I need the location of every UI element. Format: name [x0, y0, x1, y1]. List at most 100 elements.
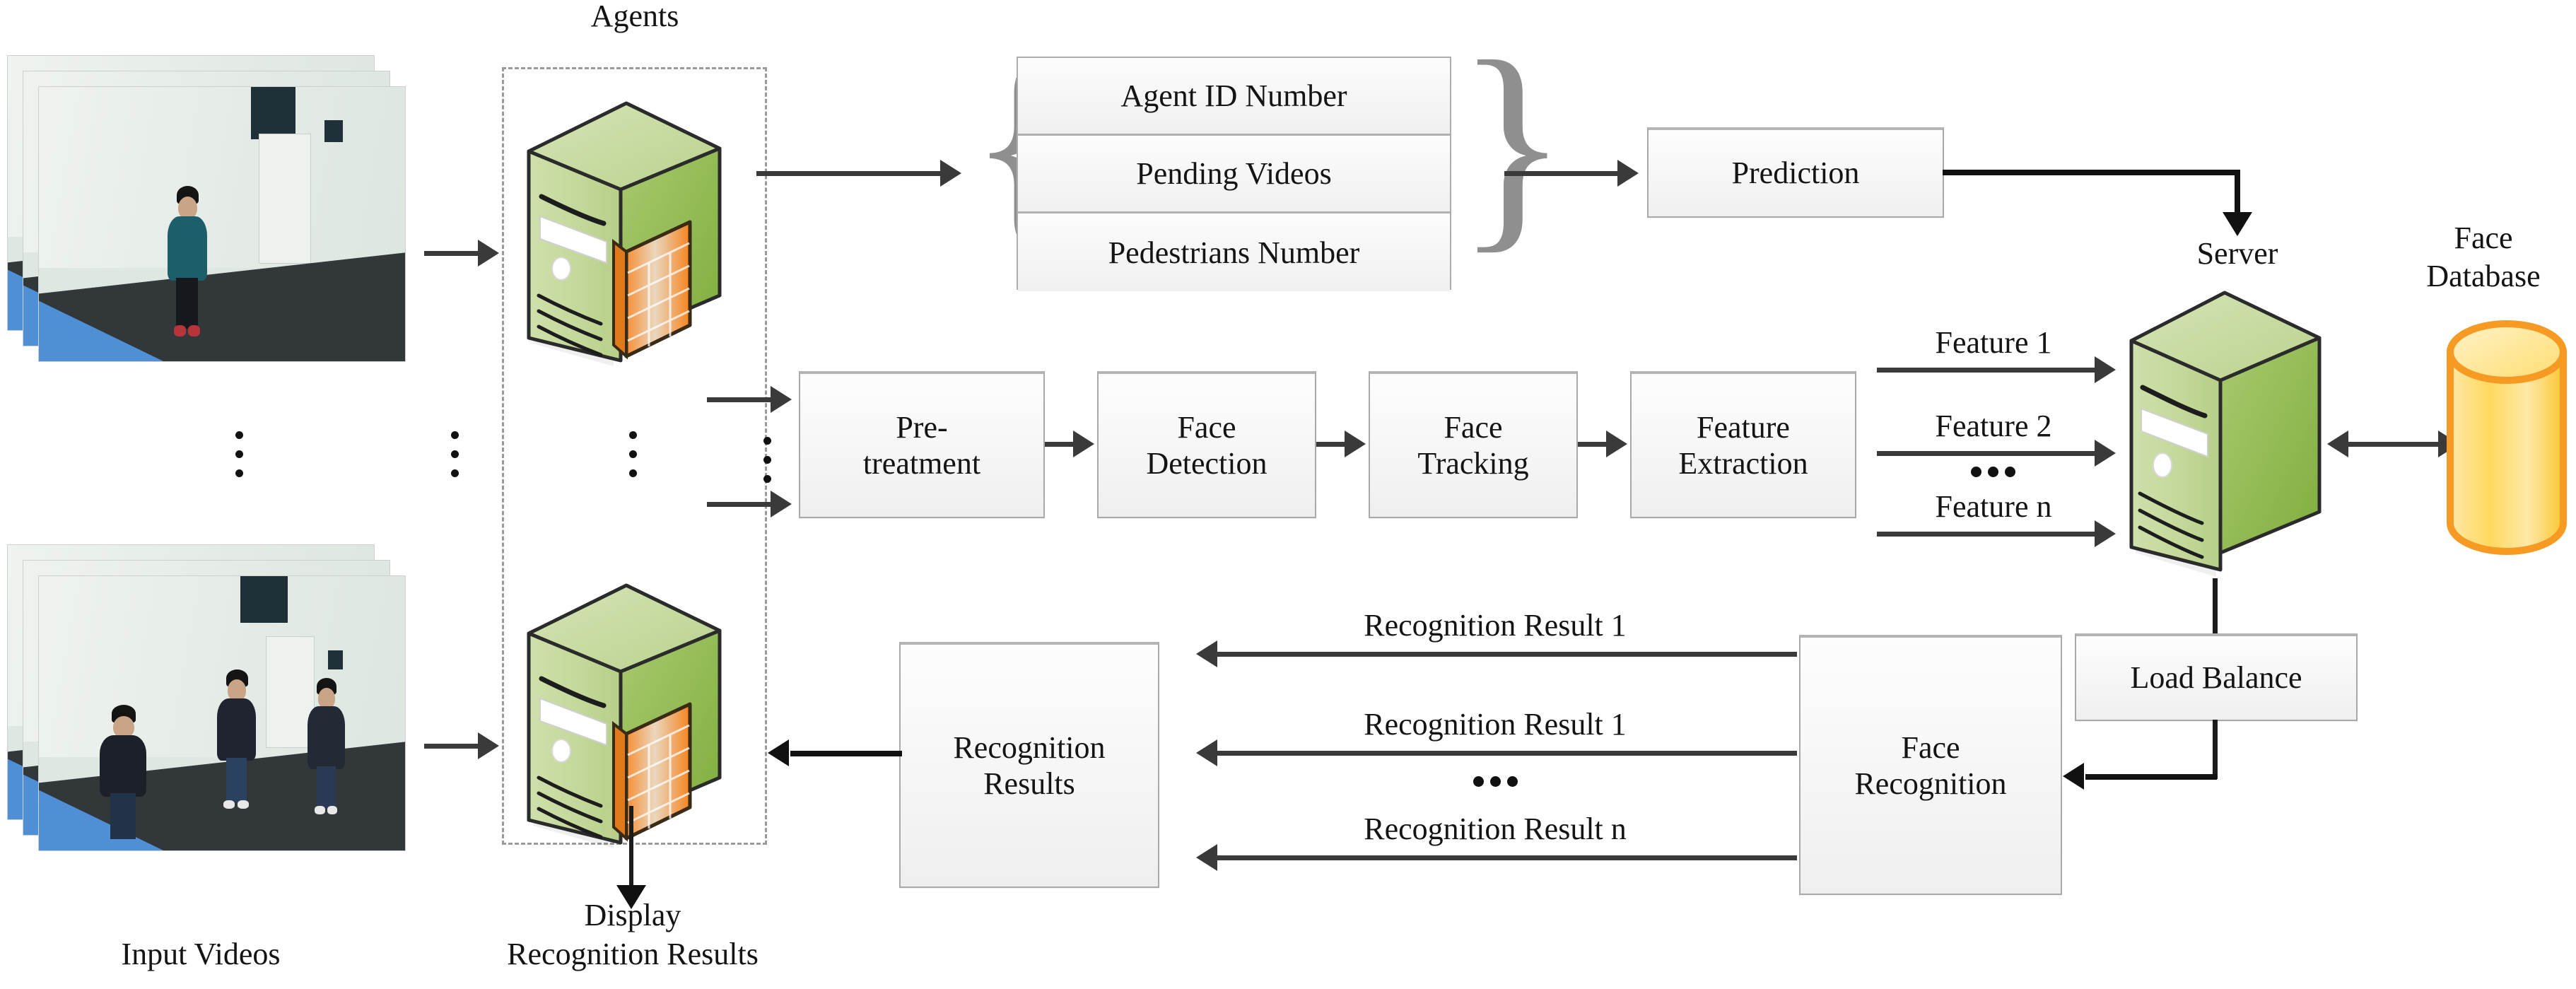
pipeline-box-text: Face Detection [1146, 409, 1267, 481]
pipeline-box-face-tracking[interactable]: Face Tracking [1369, 371, 1578, 518]
result-channel-label-n: Recognition Result n [1364, 812, 1627, 846]
person-figure [94, 705, 153, 842]
display-label-line1: Display [584, 898, 681, 932]
feature-channel-line-2 [1877, 451, 2097, 456]
agent-info-stack: Agent ID Number Pending Videos Pedestria… [1017, 57, 1451, 291]
feature-channel-line-n [1877, 532, 2097, 537]
input-video-stack-bottom [7, 544, 431, 870]
pipeline-box-face-detection[interactable]: Face Detection [1097, 371, 1316, 518]
arrow-prediction-to-server-v [2235, 170, 2240, 218]
face-recognition-box[interactable]: Face Recognition [1799, 635, 2062, 895]
arrow-video-to-agent-top-head [478, 240, 499, 267]
pipeline-box-text: Face Tracking [1417, 409, 1528, 481]
recognition-results-box[interactable]: Recognition Results [899, 642, 1159, 888]
arrow-pretreat-to-detection-line [1045, 442, 1075, 447]
agents-title: Agents [590, 0, 679, 33]
arrow-video-to-agent-bottom-line [424, 744, 478, 749]
face-recognition-text: Face Recognition [1854, 730, 2006, 802]
face-recognition-line1: Face [1901, 730, 1960, 765]
arrow-results-to-agent-line [790, 751, 902, 756]
door-shape [258, 133, 312, 264]
feature-channel-label-n: Feature n [1935, 489, 2052, 524]
door-shape [266, 636, 315, 748]
pipeline-box-line2: Extraction [1678, 446, 1808, 481]
pipeline-box-line1: Feature [1697, 409, 1790, 445]
server-database-link-arrow-left [2327, 431, 2348, 457]
display-arrow-head [616, 885, 646, 909]
info-row-pedestrians-number: Pedestrians Number [1018, 213, 1450, 291]
feature-channel-arrow-2 [2095, 440, 2116, 467]
feature-channel-label-1: Feature 1 [1935, 325, 2052, 360]
result-channel-label-1: Recognition Result 1 [1364, 608, 1627, 643]
info-row-pending-videos: Pending Videos [1018, 136, 1450, 213]
result-channel-line-2 [1217, 751, 1797, 756]
arrow-agent-to-pretreat-bottom-head [771, 491, 792, 517]
video-frame-front [38, 575, 406, 851]
person-figure [160, 185, 215, 339]
arrow-agent-to-info-head [940, 160, 961, 187]
server-database-link-line [2343, 442, 2442, 447]
arrow-detection-to-tracking-line [1316, 442, 1346, 447]
pipeline-input-ellipsis [763, 437, 771, 483]
info-row-label: Pedestrians Number [1108, 235, 1360, 270]
brace-right: } [1456, 14, 1569, 272]
pipeline-box-line2: treatment [862, 446, 981, 481]
load-balance-box[interactable]: Load Balance [2075, 633, 2358, 721]
face-recognition-line2: Recognition [1854, 766, 2007, 801]
agent-tower-bottom [508, 566, 759, 855]
pipeline-box-pretreatment[interactable]: Pre- treatment [799, 371, 1045, 518]
pipeline-box-line2: Detection [1146, 446, 1267, 481]
arrow-info-to-prediction-head [1617, 160, 1639, 187]
pipeline-box-line1: Pre- [896, 409, 948, 445]
loadbalance-to-facerec-v [2213, 720, 2218, 779]
input-videos-label: Input Videos [121, 937, 281, 971]
display-arrow-line [629, 806, 633, 892]
loadbalance-to-facerec-h [2085, 774, 2217, 780]
result-channel-line-n [1217, 855, 1797, 860]
agent-input-ellipsis [451, 431, 459, 477]
pipeline-box-line1: Face [1177, 409, 1236, 445]
face-database-label-line2: Database [2426, 259, 2541, 293]
feature-channel-arrow-1 [2095, 356, 2116, 383]
load-balance-label: Load Balance [2130, 660, 2302, 696]
input-video-stack-top [7, 55, 431, 380]
face-database-label-line1: Face [2454, 221, 2513, 255]
pipeline-box-line1: Face [1444, 409, 1503, 445]
arrow-agent-to-pretreat-top-head [771, 386, 792, 413]
result-channel-label-2: Recognition Result 1 [1364, 707, 1627, 742]
arrow-pretreat-to-detection-head [1073, 431, 1094, 457]
pipeline-box-text: Feature Extraction [1678, 409, 1808, 481]
prediction-box[interactable]: Prediction [1647, 127, 1944, 218]
arrow-results-to-agent-head [768, 739, 789, 766]
display-label-line2: Recognition Results [507, 937, 759, 971]
video-stack-ellipsis [235, 431, 243, 477]
result-channel-arrow-n [1196, 844, 1217, 871]
server-to-loadbalance-line [2213, 578, 2218, 635]
info-row-label: Agent ID Number [1120, 78, 1347, 113]
arrow-agent-to-pretreat-bottom-line [707, 502, 772, 507]
recognition-results-line2: Results [983, 766, 1075, 801]
server-label: Server [2196, 236, 2278, 271]
result-channel-arrow-2 [1196, 739, 1217, 766]
arrow-prediction-to-server-head [2223, 212, 2252, 236]
pipeline-box-feature-extraction[interactable]: Feature Extraction [1630, 371, 1856, 518]
arrow-agent-to-info-line [756, 171, 944, 176]
arrow-prediction-to-server-h [1943, 170, 2240, 175]
arrow-detection-to-tracking-head [1345, 431, 1366, 457]
feature-channel-ellipsis [1971, 467, 2015, 477]
agent-tower-top [508, 83, 759, 373]
feature-channel-line-1 [1877, 368, 2097, 373]
pipeline-box-text: Pre- treatment [863, 409, 980, 481]
face-database-cylinder [2440, 311, 2575, 566]
loadbalance-to-facerec-head [2063, 763, 2084, 790]
arrow-tracking-to-extraction-line [1578, 442, 1608, 447]
result-channel-ellipsis [1473, 776, 1518, 787]
feature-channel-label-2: Feature 2 [1935, 409, 2052, 443]
person-figure [211, 669, 262, 815]
prediction-label: Prediction [1731, 156, 1860, 191]
result-channel-line-1 [1217, 652, 1797, 657]
arrow-agent-to-pretreat-top-line [707, 397, 772, 402]
video-frame-front [38, 86, 406, 362]
agents-ellipsis [629, 431, 637, 477]
